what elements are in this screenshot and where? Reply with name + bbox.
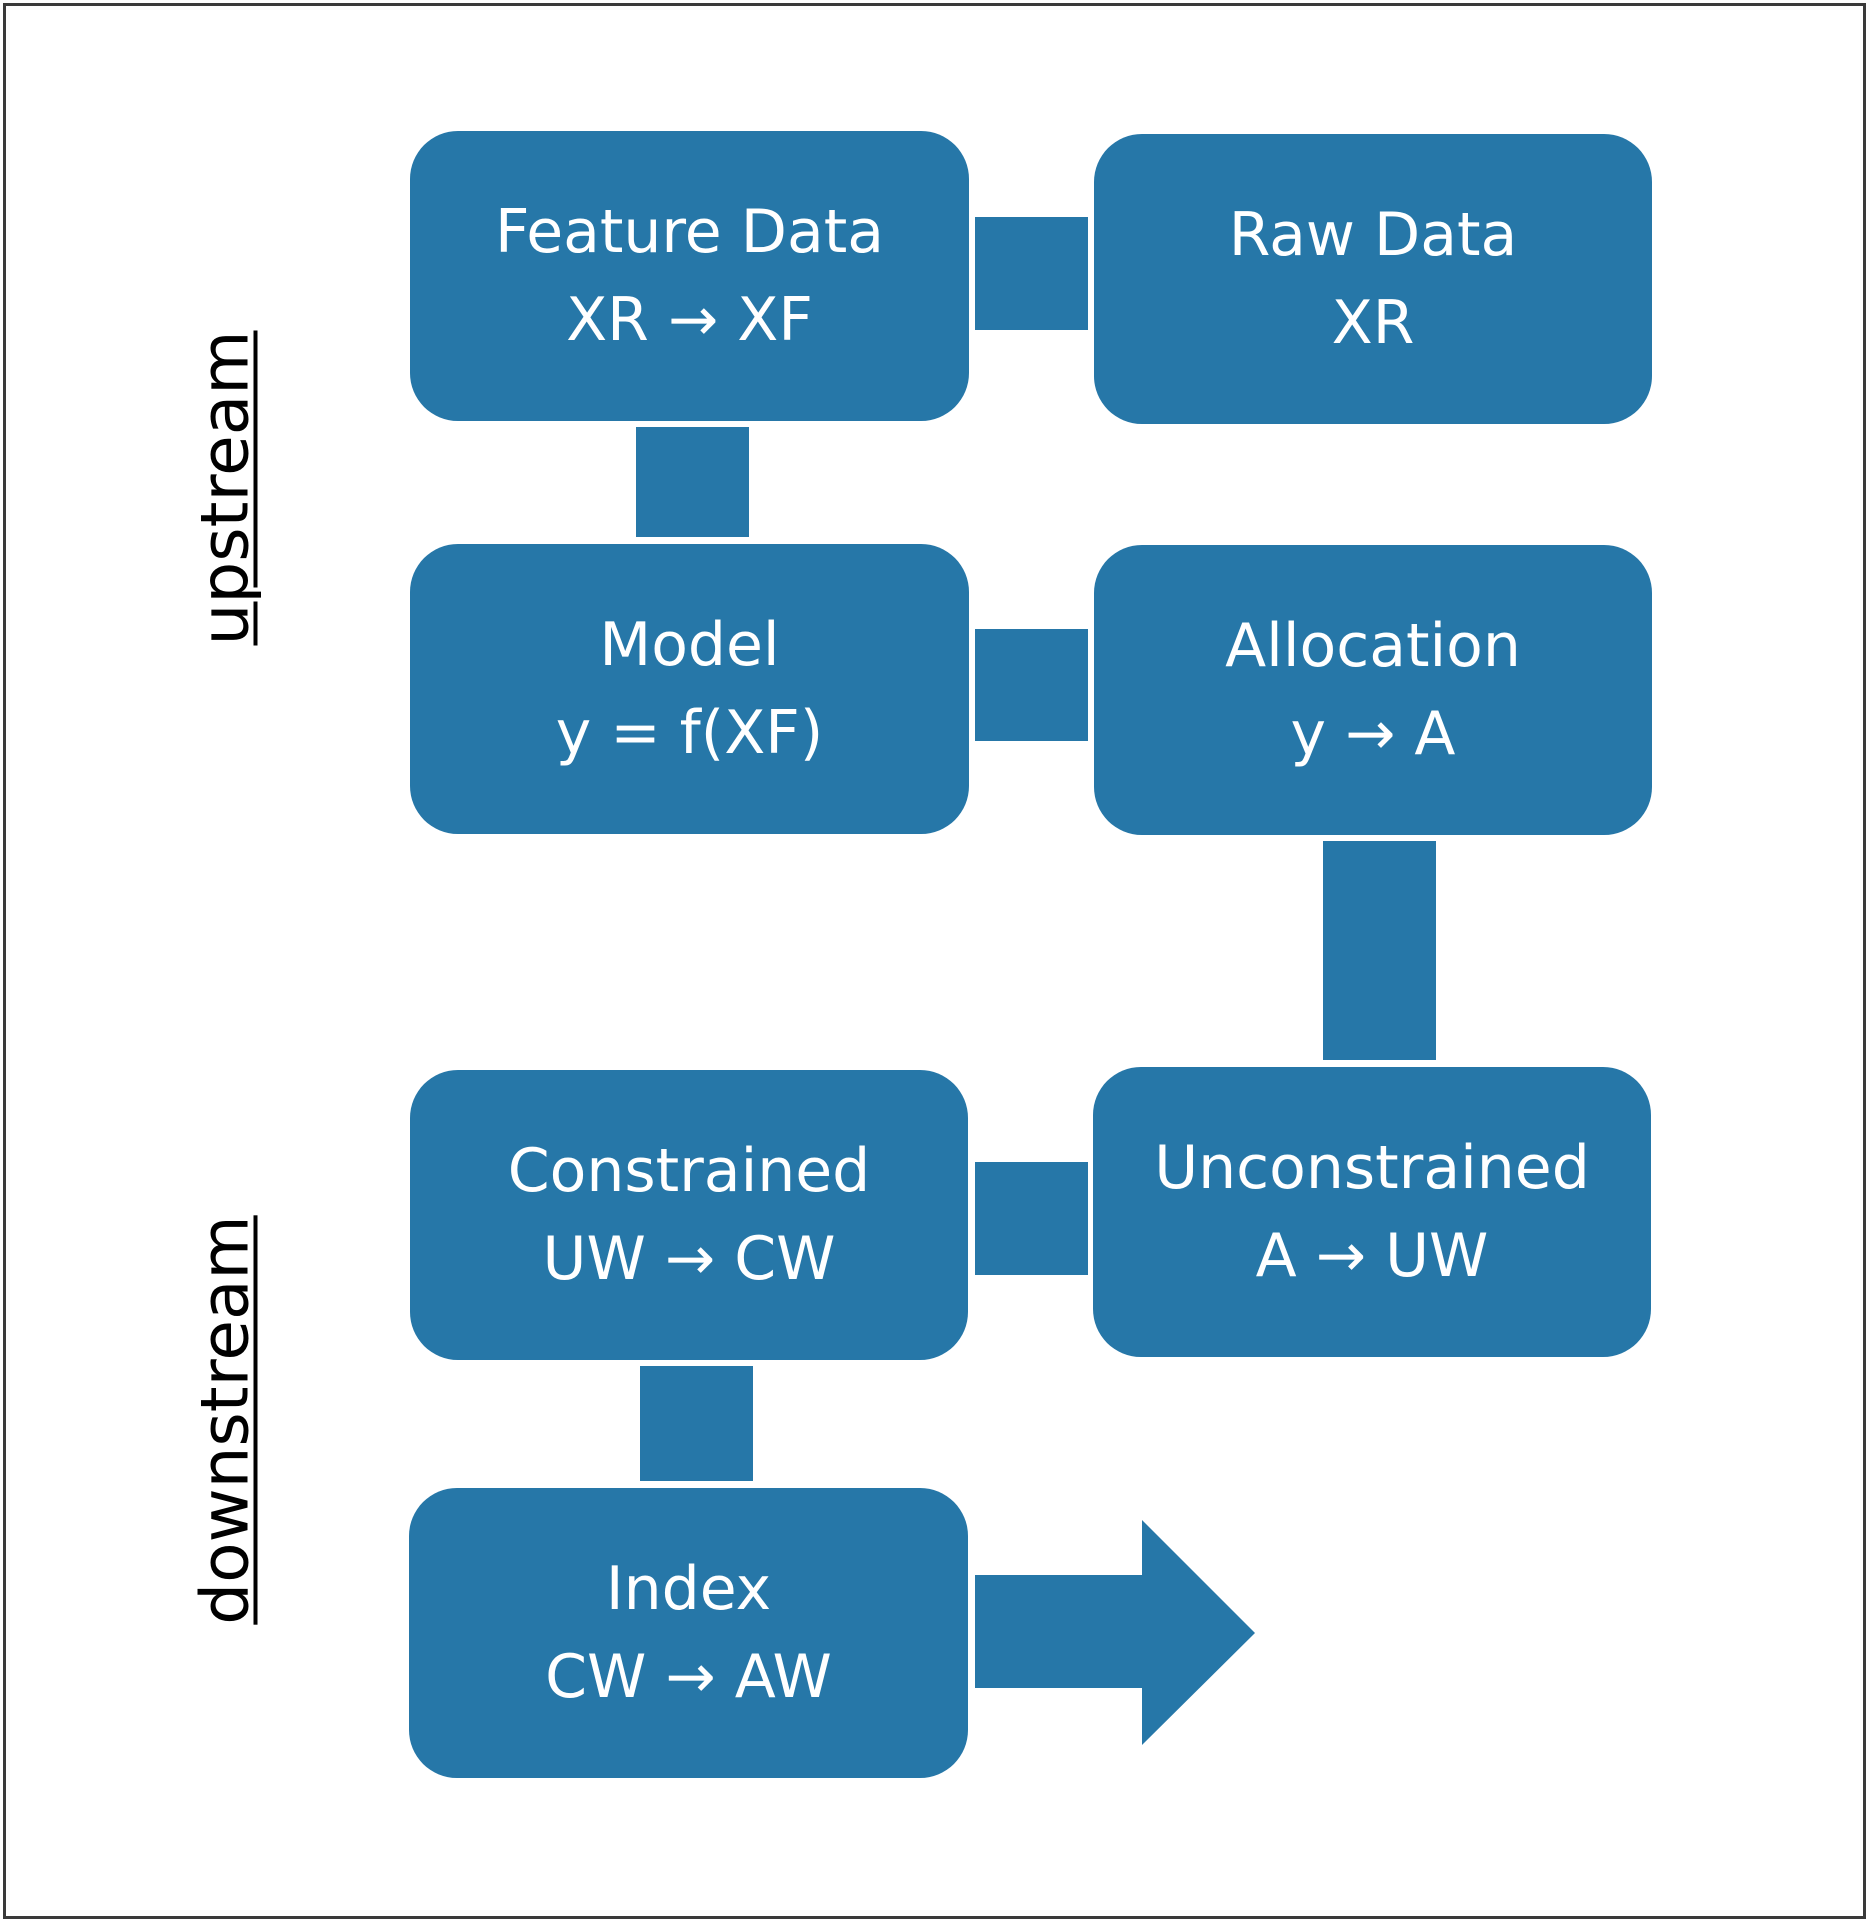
connector-constrained-index [640, 1366, 753, 1481]
feature-data-title: Feature Data [494, 197, 885, 267]
model-formula: y = f(XF) [555, 698, 824, 768]
unconstrained-formula: A → UW [1255, 1221, 1489, 1291]
raw-data-title: Raw Data [1228, 200, 1518, 270]
connector-model-allocation [975, 629, 1088, 741]
model-box: Model y = f(XF) [410, 544, 969, 834]
connector-feature-raw [975, 217, 1088, 330]
feature-data-formula: XR → XF [566, 285, 813, 355]
index-box: Index CW → AW [409, 1488, 968, 1778]
downstream-label: downstream [186, 1215, 264, 1625]
output-arrow-icon [975, 1520, 1255, 1745]
connector-allocation-unconstrained [1323, 841, 1436, 1060]
constrained-box: Constrained UW → CW [410, 1070, 968, 1360]
raw-data-box: Raw Data XR [1094, 134, 1652, 424]
allocation-box: Allocation y → A [1094, 545, 1652, 835]
upstream-label: upstream [186, 330, 264, 646]
allocation-formula: y → A [1290, 699, 1456, 769]
unconstrained-box: Unconstrained A → UW [1093, 1067, 1651, 1357]
index-formula: CW → AW [545, 1642, 832, 1712]
constrained-title: Constrained [507, 1136, 871, 1206]
constrained-formula: UW → CW [542, 1224, 836, 1294]
connector-feature-model [636, 427, 749, 537]
allocation-title: Allocation [1225, 611, 1521, 681]
index-title: Index [605, 1554, 772, 1624]
raw-data-formula: XR [1331, 288, 1415, 358]
unconstrained-title: Unconstrained [1154, 1133, 1590, 1203]
feature-data-box: Feature Data XR → XF [410, 131, 969, 421]
connector-constrained-unconstrained [975, 1162, 1088, 1275]
model-title: Model [599, 610, 780, 680]
